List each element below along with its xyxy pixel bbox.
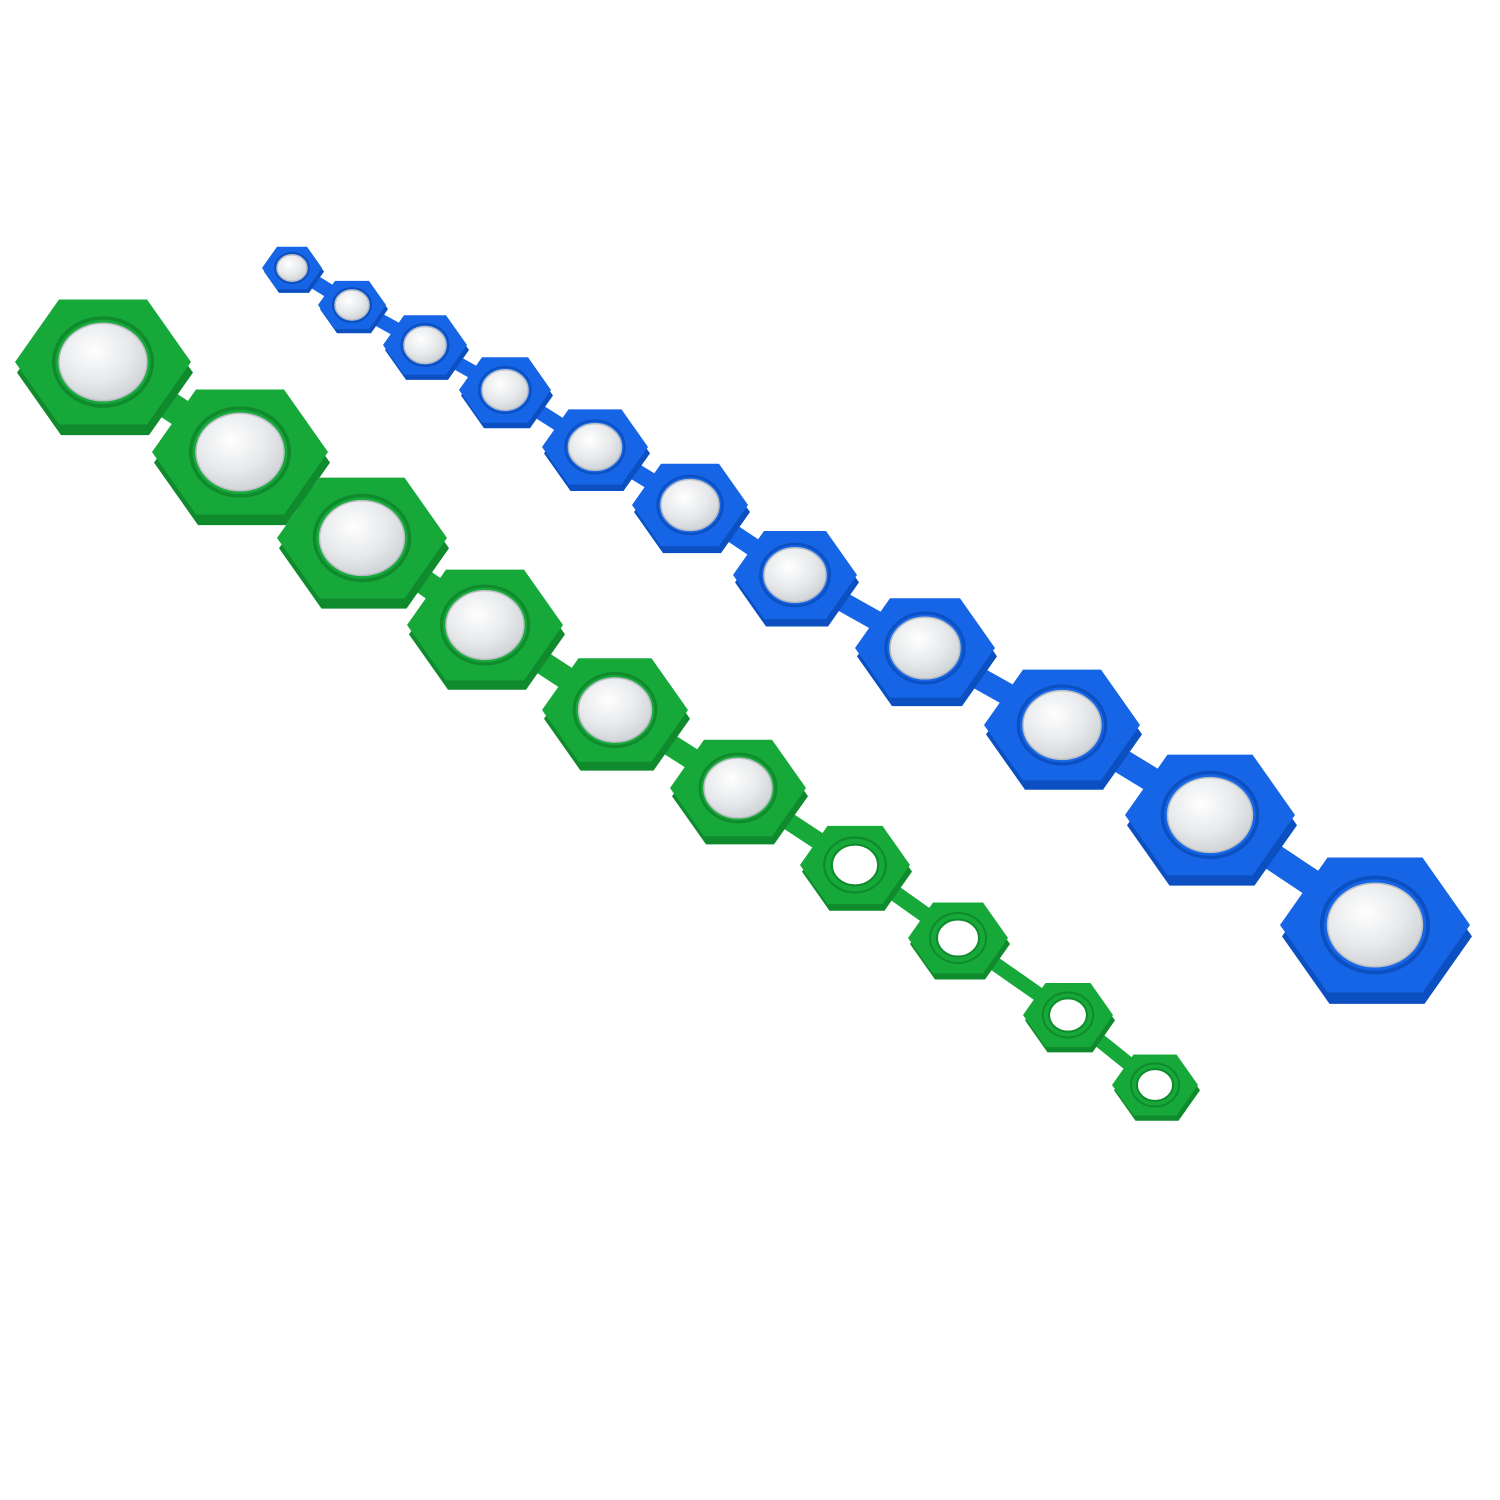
insert-rim [759,542,831,608]
hex-segment [1112,1054,1200,1121]
magnet-disc [660,478,720,532]
magnet-disc [195,412,285,492]
magnet-disc [334,289,370,321]
insert-rim [51,316,155,408]
blue-hex-strip [262,246,1472,1004]
magnet-disc [58,322,148,402]
hex-segment [855,598,997,707]
insert-rim [312,493,412,583]
insert-rim [1160,770,1260,860]
hex-segment [262,246,324,293]
magnet-disc [1166,776,1254,854]
magnet-disc [481,369,529,411]
insert-rim [823,836,887,894]
hex-segment [459,357,553,429]
insert-rim [400,323,450,367]
insert-rim [1016,684,1108,766]
insert-rim [439,584,531,666]
hex-segment [318,280,388,334]
magnet-disc [567,422,623,472]
insert-rim [884,611,966,685]
empty-hole [1135,1068,1175,1102]
magnet-disc [318,499,406,577]
hex-segment [733,531,859,627]
magnet-disc [703,757,773,819]
insert-rim [1041,991,1095,1039]
insert-rim [188,406,292,498]
insert-rim [564,419,626,475]
hex-segment [670,739,808,845]
hex-segment [1023,983,1115,1053]
insert-rim [331,287,373,323]
hex-segment [908,902,1010,980]
hex-segment [277,477,449,609]
hex-segment [152,389,330,526]
hex-segment [407,569,565,690]
magnet-disc [1326,882,1424,968]
hex-segment [1280,857,1472,1004]
insert-rim [698,752,778,824]
magnet-disc [763,546,827,604]
insert-rim [1319,875,1431,975]
insert-rim [1129,1062,1181,1108]
green-hex-strip [15,299,1200,1121]
insert-rim [274,252,310,284]
empty-hole [1048,997,1088,1033]
hex-segment [15,299,193,436]
hex-segment [1125,754,1297,886]
hex-segment [542,409,650,491]
magnet-disc [445,589,525,661]
magnet-disc [889,616,961,680]
hex-segment [800,825,912,911]
insert-rim [572,672,658,748]
empty-hole [830,843,880,887]
magnet-disc [276,254,308,282]
hex-segment [383,315,469,380]
magnet-disc [1022,689,1102,761]
magnet-disc [403,325,447,365]
hex-segment [984,669,1142,790]
insert-rim [478,366,532,414]
hex-segment [542,658,690,771]
insert-rim [656,474,724,536]
hex-segment [632,463,750,554]
empty-hole [936,918,980,958]
insert-rim [929,912,987,964]
magnet-disc [577,677,653,743]
